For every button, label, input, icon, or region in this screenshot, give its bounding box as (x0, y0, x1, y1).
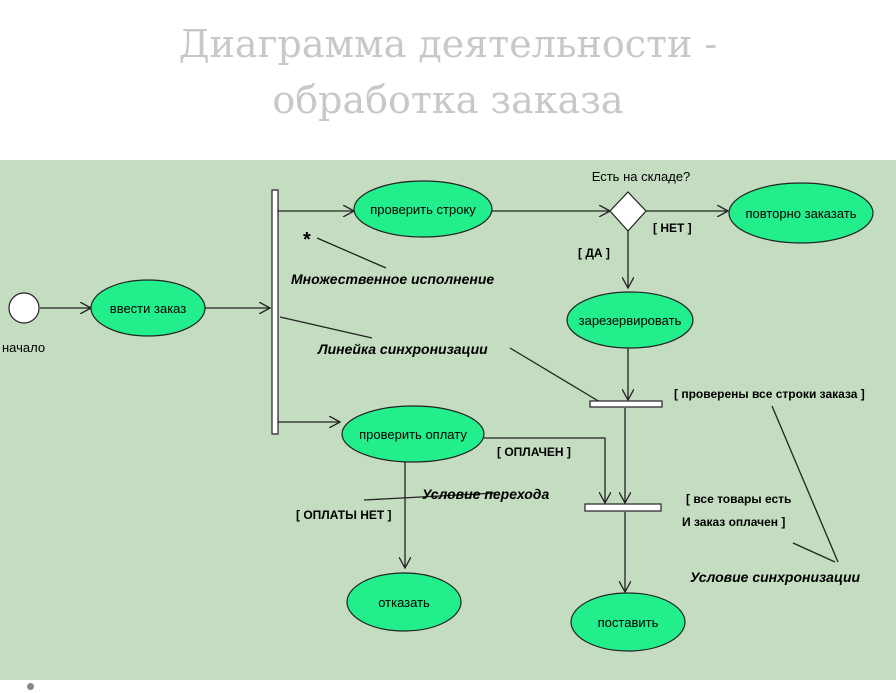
decision-in-stock (609, 191, 647, 232)
decision-label: Есть на складе? (592, 169, 691, 184)
start-node (8, 292, 40, 324)
pointer-sync-condition-a (771, 405, 839, 563)
activity-diagram: начало Есть на складе? ввести заказ пров… (2, 169, 874, 652)
pointer-sync-condition-b (792, 542, 836, 563)
fork-sync-bar (271, 189, 279, 435)
activity-reserve (566, 291, 694, 349)
guard-no: [ НЕТ ] (653, 221, 692, 235)
note-sync-condition: Условие синхронизации (690, 569, 861, 585)
page-title: Диаграмма деятельности - обработка заказ… (0, 16, 896, 128)
guard-not-paid: [ ОПЛАТЫ НЕТ ] (296, 508, 392, 522)
pointer-transition-condition (363, 492, 496, 501)
guard-all-goods-line2: И заказ оплачен ] (682, 515, 785, 529)
activity-enter-order-label: ввести заказ (110, 301, 186, 316)
join-sync-bar-delivery (584, 503, 662, 512)
activity-reserve-label: зарезервировать (579, 313, 682, 328)
pointer-sync-bar-a (279, 316, 373, 339)
activity-refuse (346, 572, 462, 632)
pointer-multiple-execution (316, 237, 387, 269)
activity-reorder (728, 182, 874, 244)
join-sync-bar-lines (589, 400, 663, 408)
title-line-1: Диаграмма деятельности - (178, 22, 718, 66)
pointer-sync-bar-b (509, 347, 601, 403)
guard-all-goods-line1: [ все товары есть (686, 492, 791, 506)
activity-enter-order (90, 279, 206, 337)
start-label: начало (2, 340, 45, 355)
activity-deliver-label: поставить (598, 615, 659, 630)
note-multiple-execution: Множественное исполнение (291, 271, 494, 287)
guard-all-lines-checked: [ проверены все строки заказа ] (674, 387, 865, 401)
activity-check-payment-label: проверить оплату (359, 427, 467, 442)
note-sync-bar: Линейка синхронизации (317, 341, 488, 357)
activity-check-line (353, 180, 493, 238)
guard-paid: [ ОПЛАЧЕН ] (497, 445, 571, 459)
edge-check-payment-to-join (484, 437, 605, 503)
activity-refuse-label: отказать (378, 595, 430, 610)
title-line-2: обработка заказа (272, 78, 624, 122)
guard-yes: [ ДА ] (578, 246, 610, 260)
activity-check-line-label: проверить строку (370, 202, 476, 217)
activity-reorder-label: повторно заказать (745, 206, 856, 221)
activity-check-payment (341, 405, 485, 463)
bullet-point (27, 683, 34, 690)
note-transition-condition: Условие перехода (422, 486, 549, 502)
activity-deliver (570, 592, 686, 652)
multiplicity-star: * (303, 229, 311, 251)
